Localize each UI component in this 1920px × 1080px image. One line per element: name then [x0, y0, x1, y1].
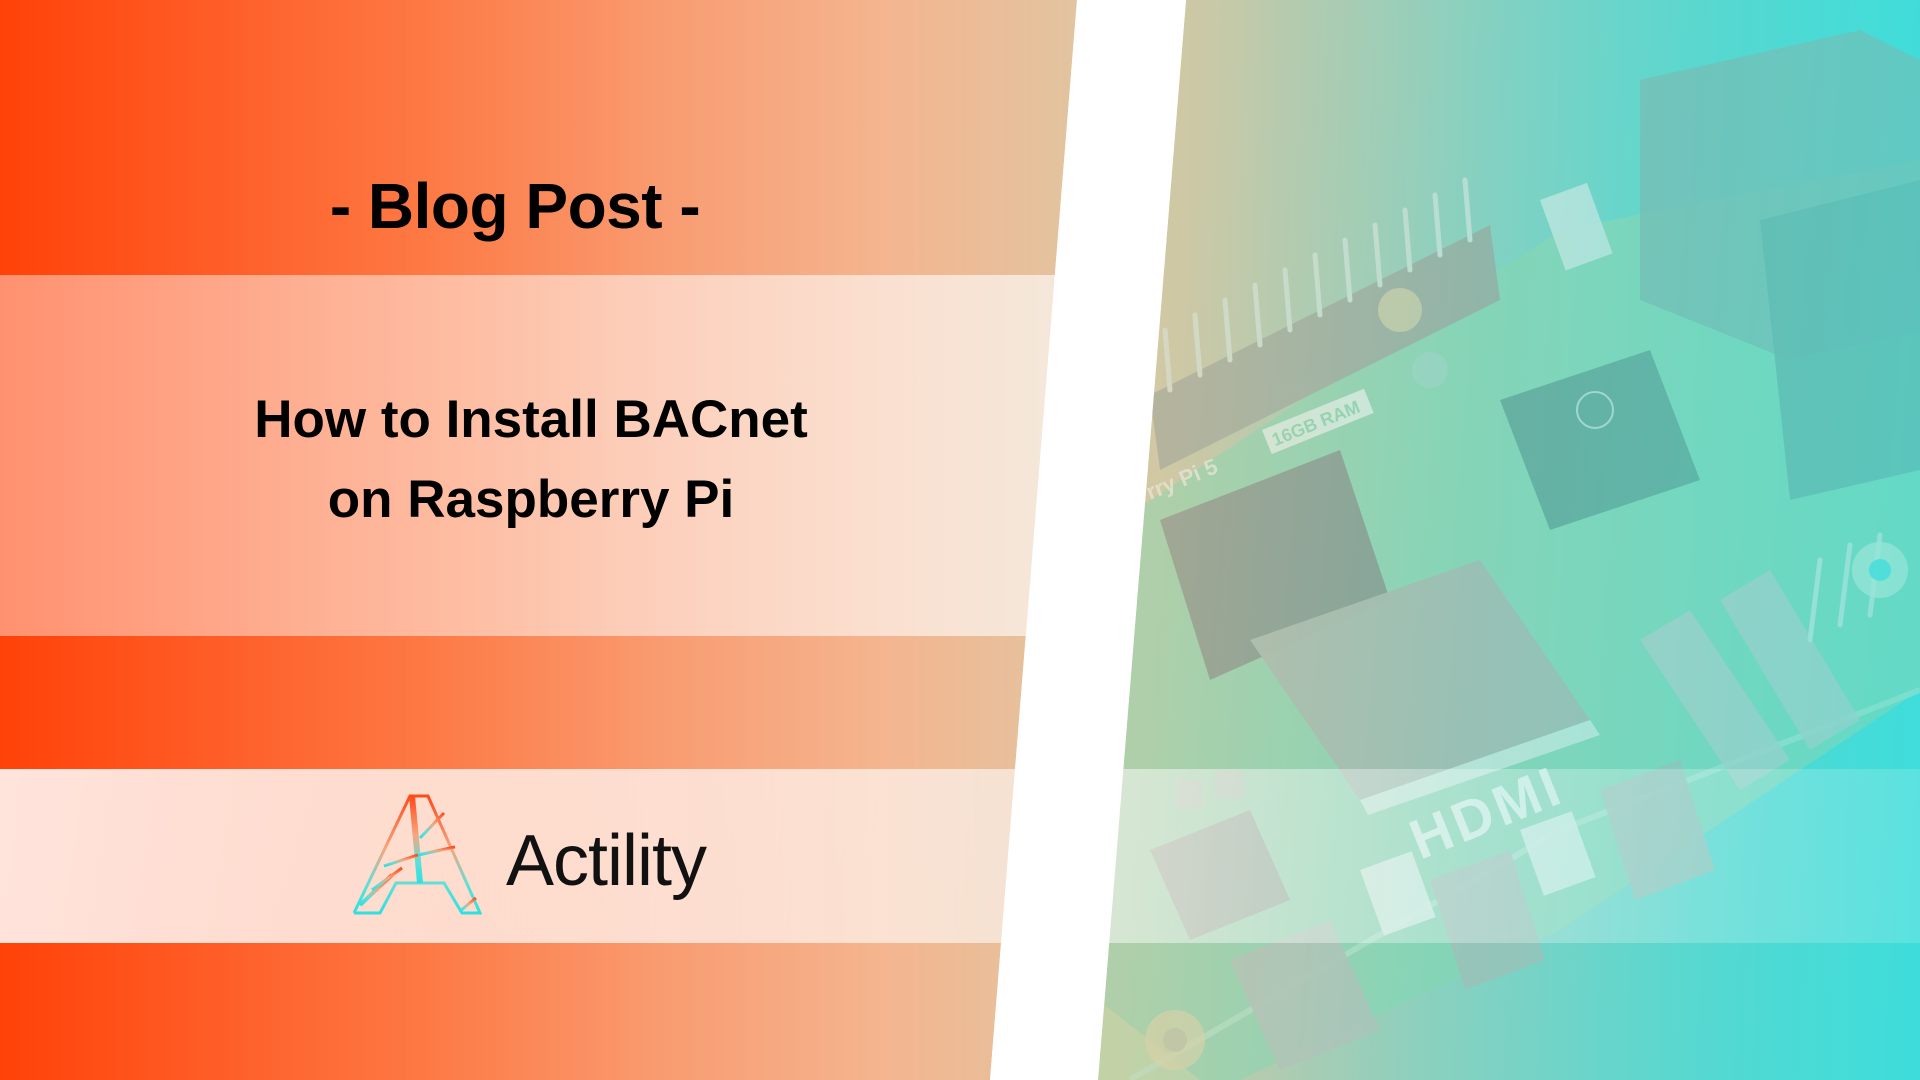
brand-lockup: Actility	[352, 793, 707, 919]
content-type-label: - Blog Post -	[329, 170, 701, 242]
title-line-1: How to Install BACnet	[254, 390, 808, 449]
brand-name: Actility	[506, 821, 707, 901]
actility-a-logo-icon	[352, 794, 482, 915]
title-line-2: on Raspberry Pi	[327, 470, 735, 529]
page-title: How to Install BACnet on Raspberry Pi	[0, 380, 1062, 540]
title-band	[0, 275, 1077, 636]
